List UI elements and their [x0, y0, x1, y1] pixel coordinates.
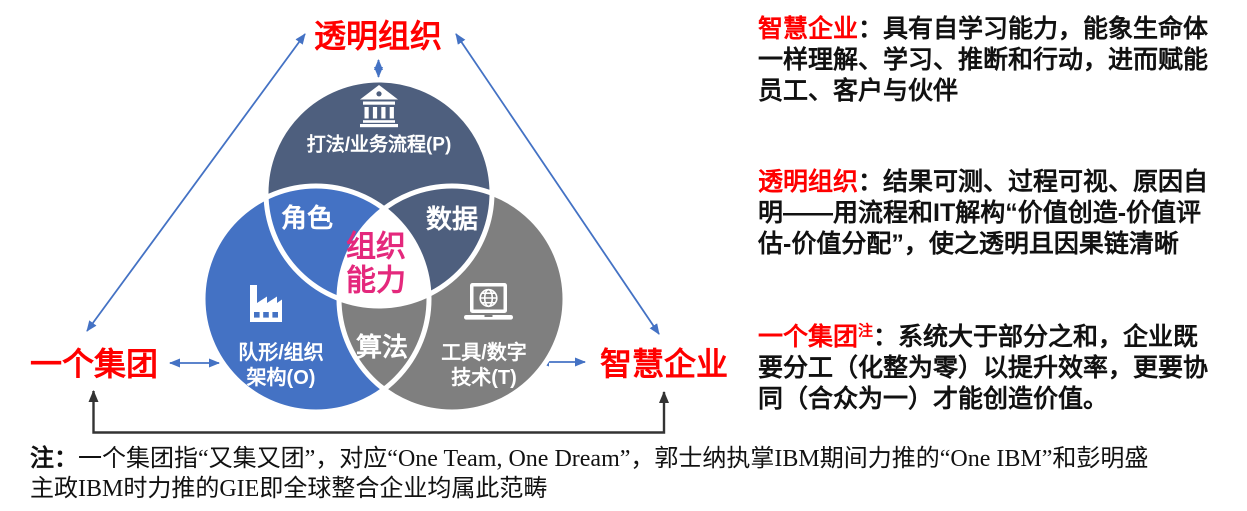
- factory-icon: [250, 285, 282, 322]
- overlap-data-label: 数据: [426, 204, 478, 234]
- organization-label-line1: 队形/组织: [238, 340, 324, 364]
- annotation-line: 估-价值分配”，使之透明且因果链清晰: [758, 230, 1179, 258]
- annotation-heading: 一个集团: [758, 323, 859, 351]
- corner-label-bottom-right: 智慧企业: [600, 346, 728, 382]
- corner-label-bottom-left: 一个集团: [30, 346, 158, 382]
- footnote: 注：一个集团指“又集又团”，对应“One Team, One Dream”，郭士…: [30, 444, 1235, 504]
- center-region: [339, 186, 429, 306]
- annotation-line: 智慧企业：具有自学习能力，能象生命体: [758, 15, 1209, 43]
- annotation-one-group: 一个集团注：系统大于部分之和，企业既 要分工（化整为零）以提升效率，更要协 同（…: [758, 322, 1247, 415]
- footnote-line1: 注：一个集团指“又集又团”，对应“One Team, One Dream”，郭士…: [30, 446, 1149, 472]
- venn-diagram: 打法/业务流程(P) 角色 数据 算法 队形/组织 架构(O) 工具/数字 技术…: [30, 18, 728, 434]
- annotation-heading: 透明组织: [758, 168, 859, 196]
- annotation-line: 同（合众为一）才能创造价值。: [758, 385, 1109, 413]
- annotation-smart-enterprise: 智慧企业：具有自学习能力，能象生命体 一样理解、学习、推断和行动，进而赋能 员工…: [758, 14, 1247, 107]
- overlap-algorithm-label: 算法: [356, 332, 408, 362]
- footnote-line2: 主政IBM时力推的GIE即全球整合企业均属此范畴: [30, 476, 548, 502]
- organization-label-line2: 架构(O): [247, 365, 316, 389]
- annotation-line: 一个集团注：系统大于部分之和，企业既: [758, 322, 1199, 351]
- annotation-line: 员工、客户与伙伴: [758, 77, 959, 105]
- bank-icon: [360, 85, 398, 128]
- venn-circles: [200, 77, 568, 415]
- annotation-line: 明——用流程和IT解构“价值创造-价值评: [758, 199, 1202, 227]
- technology-label-line2: 技术(T): [451, 365, 517, 389]
- annotation-transparent-organization: 透明组织：结果可测、过程可视、原因自 明——用流程和IT解构“价值创造-价值评 …: [758, 167, 1247, 260]
- corner-label-top: 透明组织: [314, 18, 442, 54]
- edge-arrow-top-to-bottomleft: [86, 33, 306, 332]
- overlap-role-label: 角色: [281, 203, 333, 233]
- annotation-line: 一样理解、学习、推断和行动，进而赋能: [758, 46, 1209, 74]
- technology-label-line1: 工具/数字: [441, 340, 527, 364]
- annotation-line: 透明组织：结果可测、过程可视、原因自: [758, 168, 1209, 196]
- circle-outlines: [200, 77, 568, 415]
- footnote-marker: 注: [858, 322, 874, 340]
- annotation-heading: 智慧企业: [758, 15, 859, 43]
- center-label-line1: 组织: [346, 230, 406, 264]
- center-label-line2: 能力: [346, 265, 406, 298]
- annotation-line: 要分工（化整为零）以提升效率，更要协: [758, 354, 1209, 382]
- bottom-bracket-arrow: [88, 390, 669, 434]
- process-label: 打法/业务流程(P): [307, 133, 452, 156]
- footnote-prefix: 注：: [30, 446, 78, 472]
- edge-arrow-top-to-bottomright: [455, 33, 660, 335]
- laptop-icon: [464, 283, 513, 320]
